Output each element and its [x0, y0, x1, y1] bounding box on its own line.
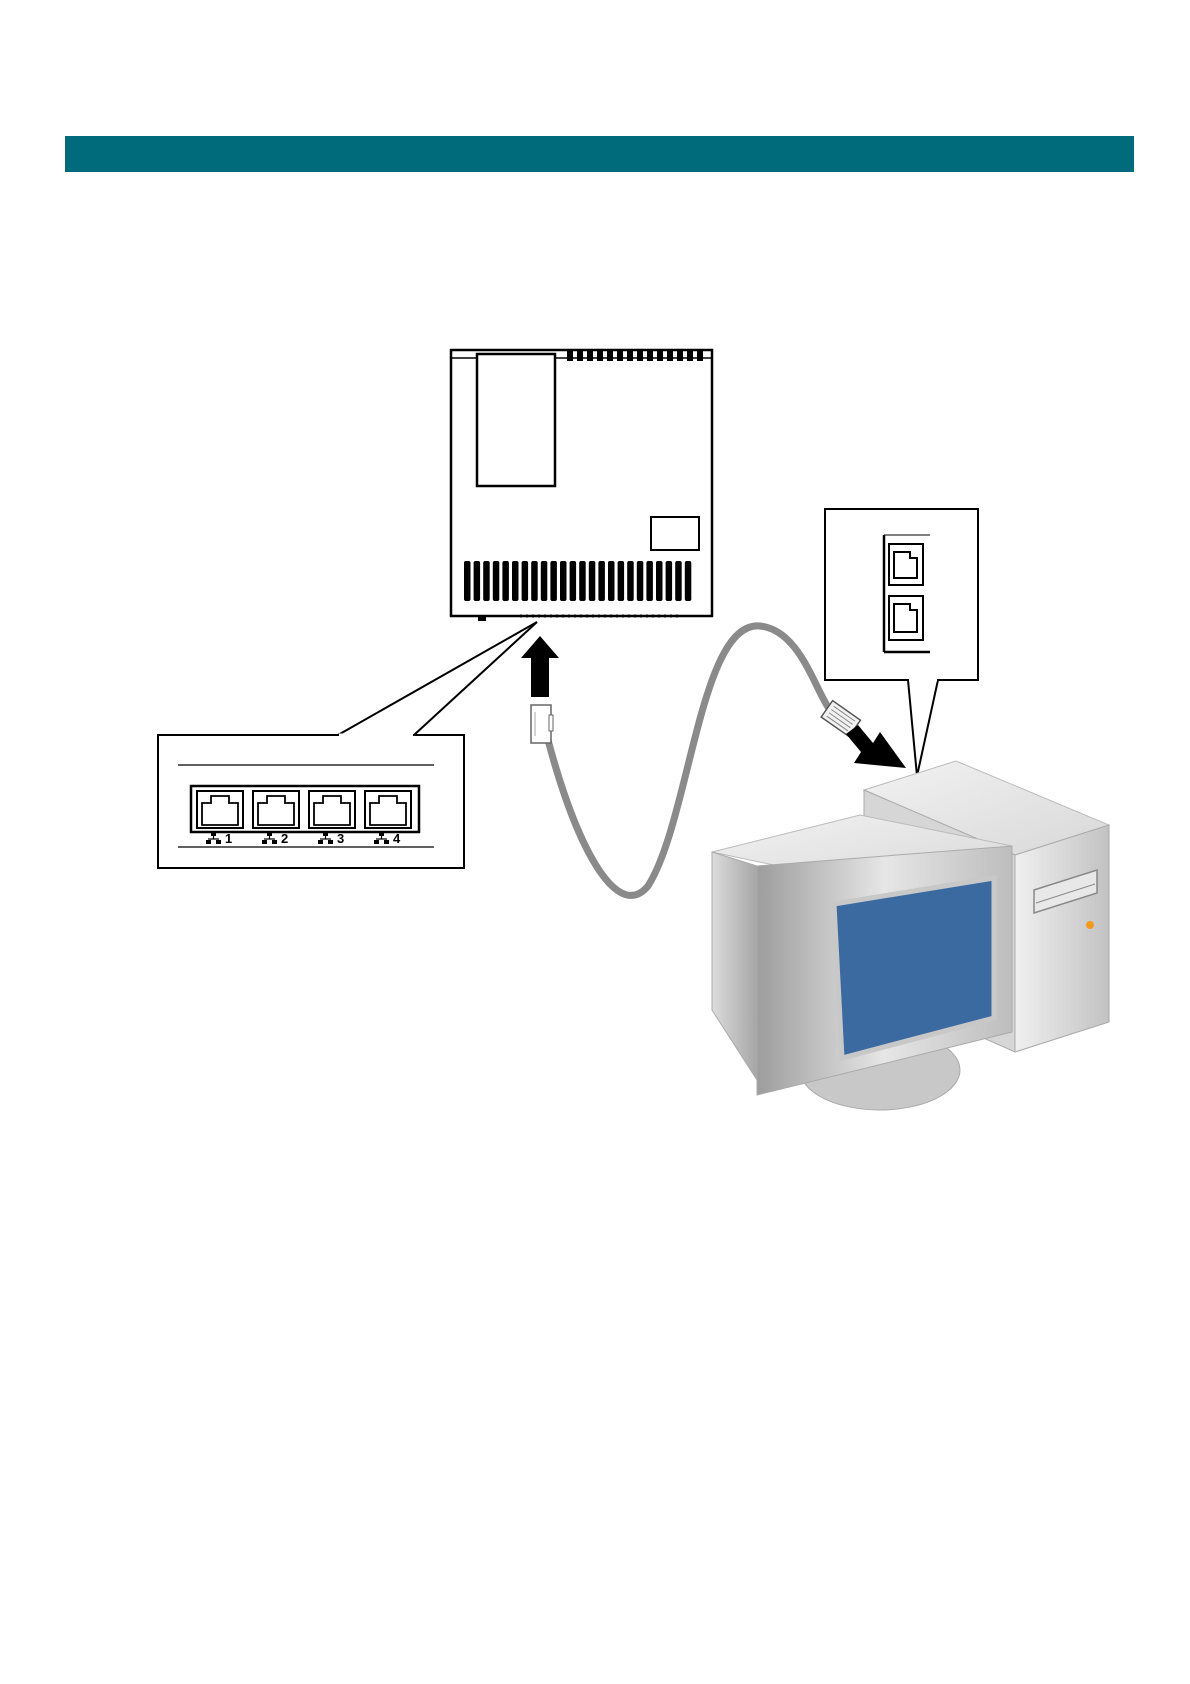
pc-port-lower [889, 596, 923, 640]
router-ports-callout-pointer [338, 622, 537, 735]
router-port-label: 1 [225, 831, 232, 846]
arrow-down-right-icon [846, 725, 906, 768]
power-led-icon [1086, 921, 1094, 929]
arrow-up-icon [521, 636, 559, 697]
router-ports-callout: 1 2 3 4 [158, 735, 464, 868]
computer-monitor [712, 815, 1012, 1095]
pc-port-upper [889, 544, 923, 585]
router-panel [477, 354, 555, 486]
router-port-label: 3 [337, 831, 344, 846]
router-port-label: 4 [393, 831, 401, 846]
router-port-label: 2 [281, 831, 288, 846]
desktop-computer [712, 761, 1109, 1110]
router-label-plate [651, 517, 699, 550]
ethernet-plug-router-end [531, 705, 553, 743]
router-device [451, 350, 712, 621]
